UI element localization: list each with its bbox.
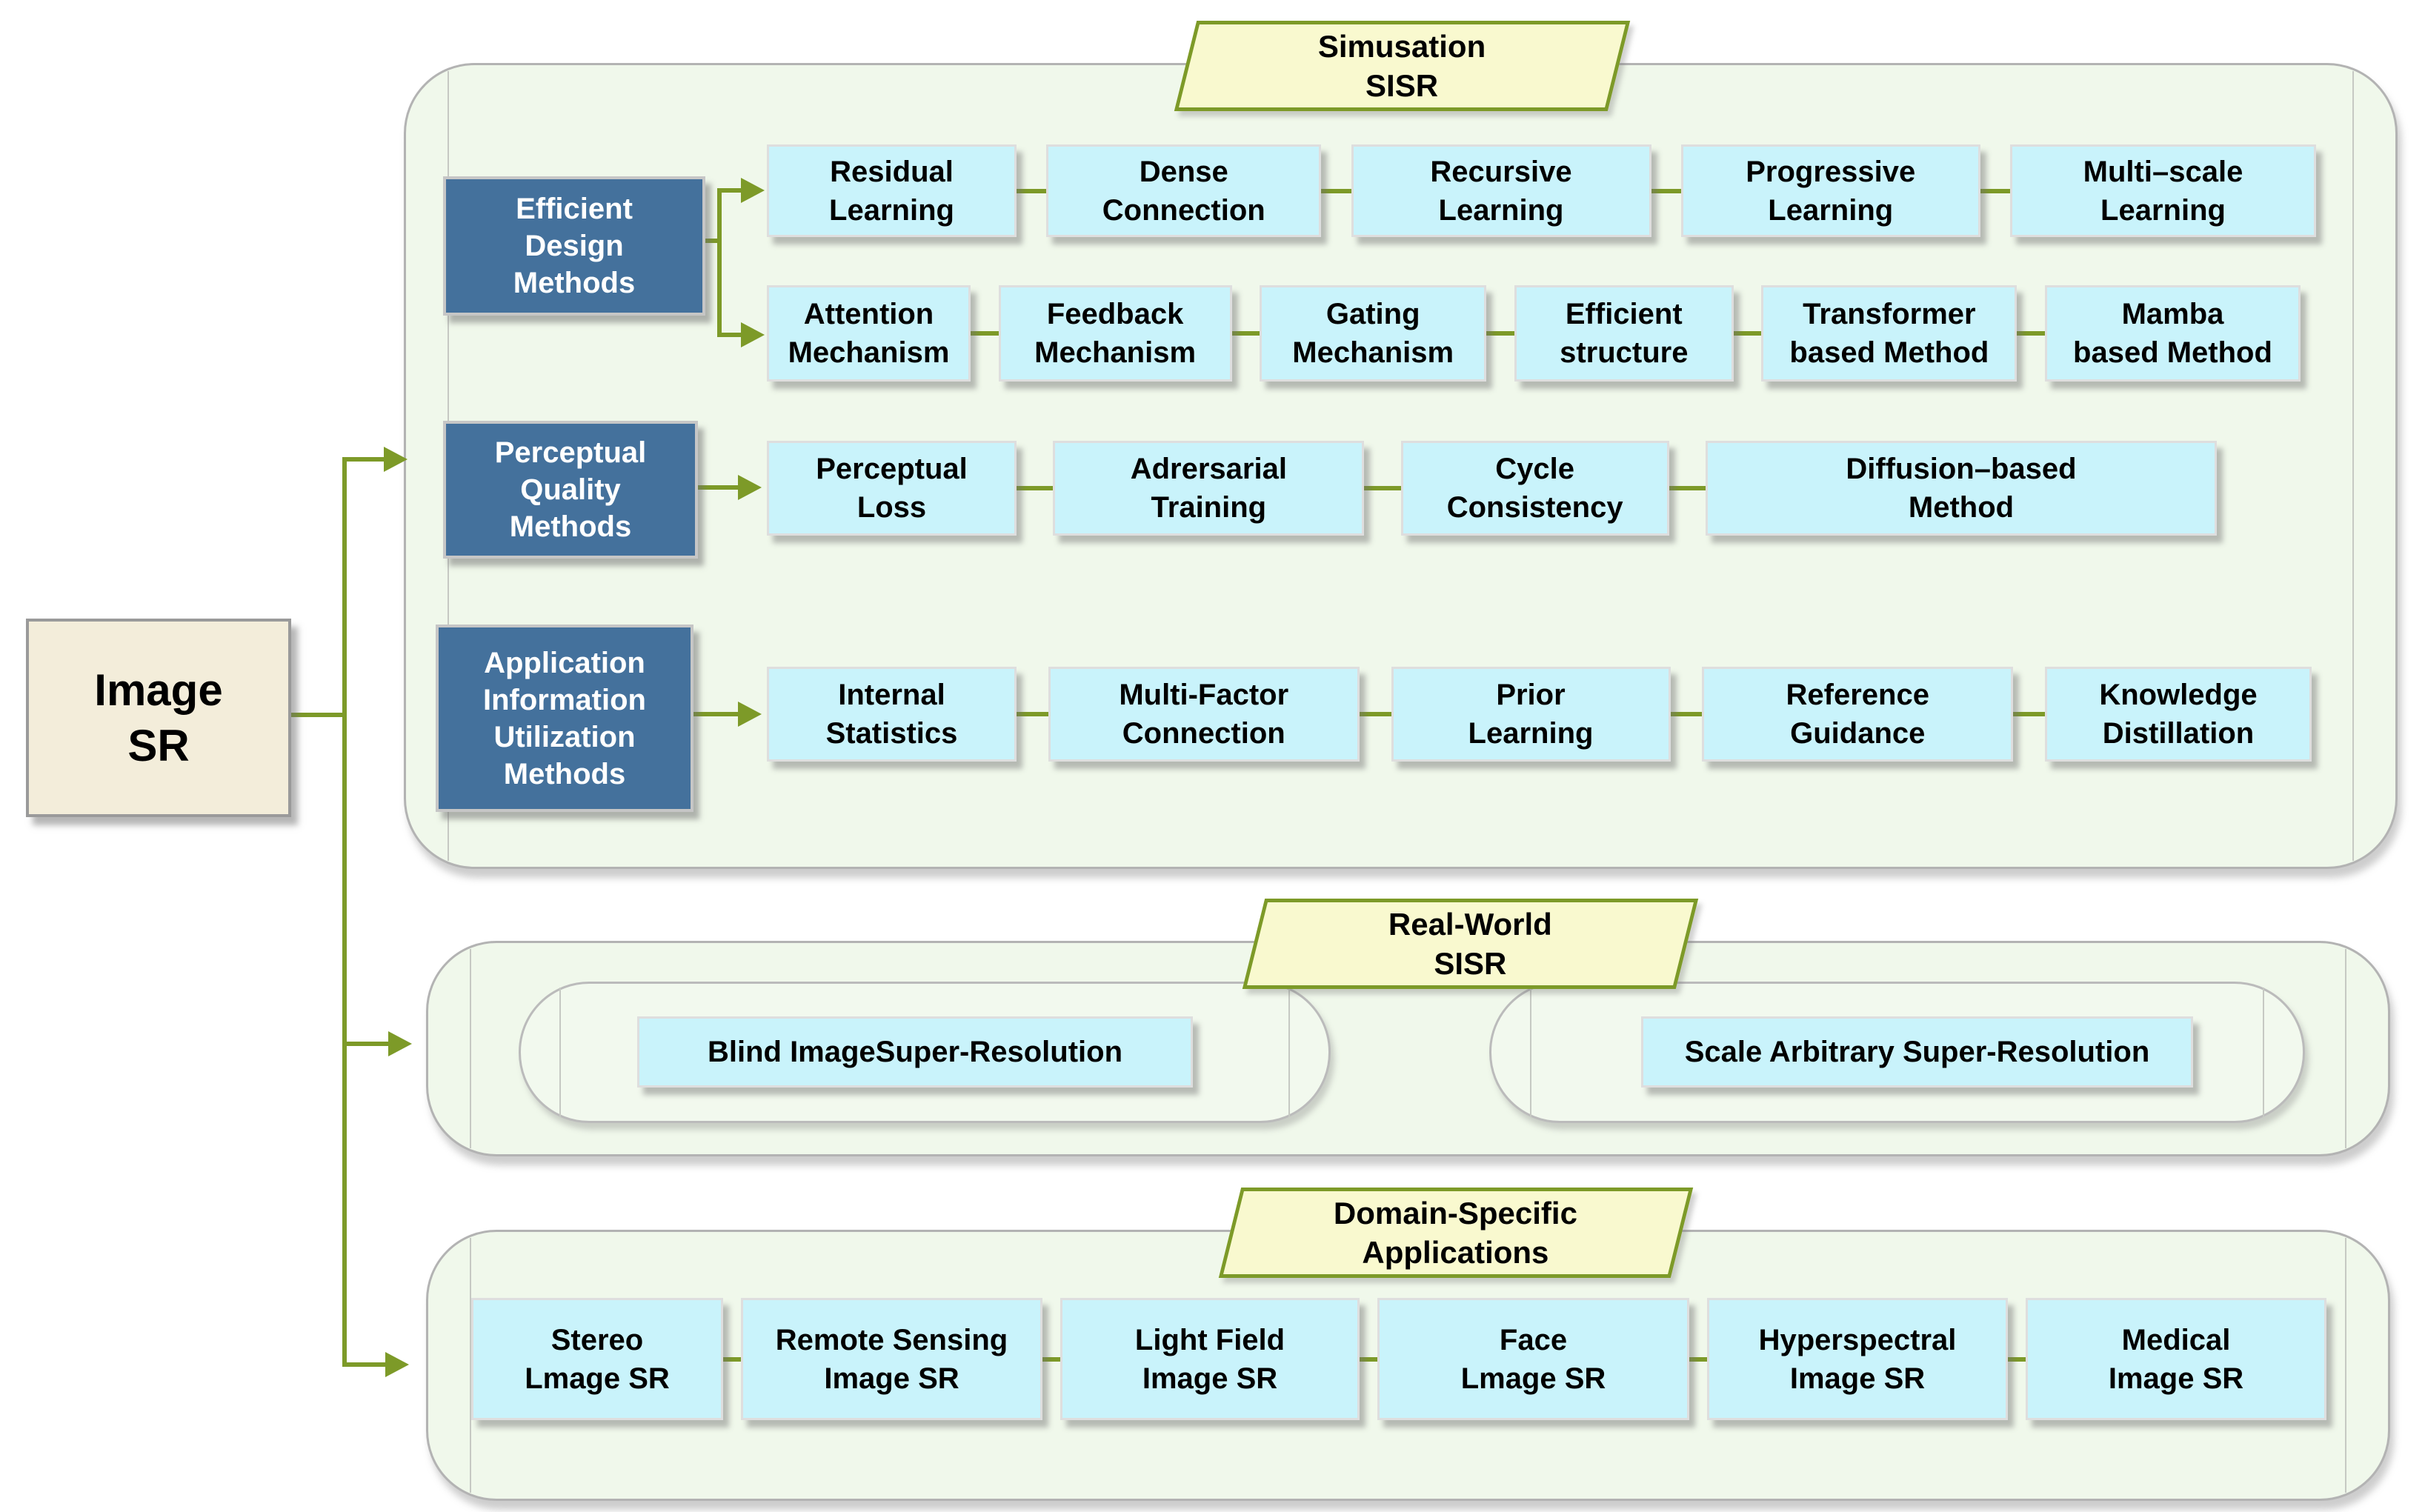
tag-real-world-sisr: Real-World SISR [1242, 899, 1699, 989]
node-knowledge-distillation: Knowledge Distillation [2045, 667, 2312, 762]
node-feedback-mechanism: Feedback Mechanism [998, 285, 1232, 382]
capsule-inner-edge [2263, 988, 2264, 1117]
node-efficient-structure: Efficient structure [1514, 285, 1734, 382]
efficient-row2-connector [717, 333, 742, 337]
branch-simulation-connector [342, 457, 385, 462]
efficient-design-fork-connector [717, 188, 722, 337]
trunk-connector [342, 457, 347, 1367]
application-connector [689, 712, 739, 716]
category-perceptual-quality-methods: Perceptual Quality Methods [443, 421, 698, 559]
category-application-information-utilization-methods: Application Information Utilization Meth… [436, 625, 693, 812]
node-adversarial-training: Adrersarial Training [1053, 441, 1365, 536]
tag-simulation-sisr-label: Simusation SISR [1318, 28, 1486, 103]
node-remote-sensing-image-sr: Remote Sensing Image SR [741, 1298, 1042, 1420]
node-reference-guidance: Reference Guidance [1702, 667, 2014, 762]
node-face-image-sr: Face Lmage SR [1377, 1298, 1689, 1420]
category-efficient-design-methods: Efficient Design Methods [443, 176, 705, 316]
arrow-to-perceptual-loss-icon [738, 475, 762, 500]
efficient-row1-connector [717, 188, 742, 193]
container-inner-edge [2345, 949, 2346, 1148]
container-inner-edge [2345, 1238, 2346, 1493]
node-hyperspectral-image-sr: Hyperspectral Image SR [1707, 1298, 2008, 1420]
node-prior-learning: Prior Learning [1391, 667, 1671, 762]
perceptual-quality-row: Perceptual Loss Adrersarial Training Cyc… [767, 441, 2217, 536]
root-stub-connector [288, 713, 345, 717]
node-residual-learning: Residual Learning [767, 144, 1017, 237]
capsule-inner-edge [1288, 988, 1290, 1117]
efficient-design-stub-connector [701, 239, 722, 243]
container-inner-edge [470, 1238, 471, 1493]
arrow-to-attention-mechanism-icon [741, 322, 765, 347]
node-stereo-image-sr: Stereo Lmage SR [471, 1298, 723, 1420]
container-inner-edge [470, 949, 471, 1148]
node-blind-image-super-resolution: Blind ImageSuper-Resolution [637, 1016, 1193, 1088]
node-multi-factor-connection: Multi-Factor Connection [1048, 667, 1360, 762]
tag-domain-specific-label: Domain-Specific Applications [1334, 1195, 1578, 1270]
branch-domain-specific-connector [342, 1362, 387, 1367]
node-diffusion-based-method: Diffusion–based Method [1705, 441, 2217, 536]
node-dense-connection: Dense Connection [1046, 144, 1322, 237]
perceptual-connector [693, 485, 739, 490]
node-transformer-based-method: Transformer based Method [1761, 285, 2017, 382]
application-information-row: Internal Statistics Multi-Factor Connect… [767, 667, 2312, 762]
node-light-field-image-sr: Light Field Image SR [1060, 1298, 1360, 1420]
node-medical-image-sr: Medical Image SR [2026, 1298, 2326, 1420]
efficient-design-row-1: Residual Learning Dense Connection Recur… [767, 144, 2316, 237]
node-recursive-learning: Recursive Learning [1351, 144, 1651, 237]
node-internal-statistics: Internal Statistics [767, 667, 1017, 762]
tag-simulation-sisr: Simusation SISR [1174, 21, 1631, 111]
capsule-inner-edge [559, 988, 561, 1117]
node-gating-mechanism: Gating Mechanism [1260, 285, 1487, 382]
node-attention-mechanism: Attention Mechanism [767, 285, 971, 382]
node-perceptual-loss: Perceptual Loss [767, 441, 1017, 536]
tag-real-world-sisr-label: Real-World SISR [1388, 906, 1552, 981]
container-inner-edge [2352, 71, 2354, 861]
node-cycle-consistency: Cycle Consistency [1400, 441, 1669, 536]
node-progressive-learning: Progressive Learning [1680, 144, 1980, 237]
node-scale-arbitrary-super-resolution: Scale Arbitrary Super-Resolution [1641, 1016, 2193, 1088]
arrow-to-domain-specific-icon [385, 1352, 409, 1377]
tag-domain-specific: Domain-Specific Applications [1218, 1188, 1694, 1278]
branch-real-world-connector [342, 1042, 390, 1046]
arrow-to-simulation-icon [384, 447, 408, 472]
node-mamba-based-method: Mamba based Method [2044, 285, 2301, 382]
arrow-to-internal-statistics-icon [738, 702, 762, 727]
arrow-to-real-world-icon [388, 1031, 412, 1056]
domain-specific-row: Stereo Lmage SR Remote Sensing Image SR … [471, 1298, 2326, 1420]
root-node-image-sr: Image SR [26, 619, 291, 817]
arrow-to-residual-learning-icon [741, 178, 765, 203]
efficient-design-row-2: Attention Mechanism Feedback Mechanism G… [767, 285, 2301, 382]
capsule-inner-edge [1530, 988, 1531, 1117]
node-multi-scale-learning: Multi–scale Learning [2010, 144, 2316, 237]
